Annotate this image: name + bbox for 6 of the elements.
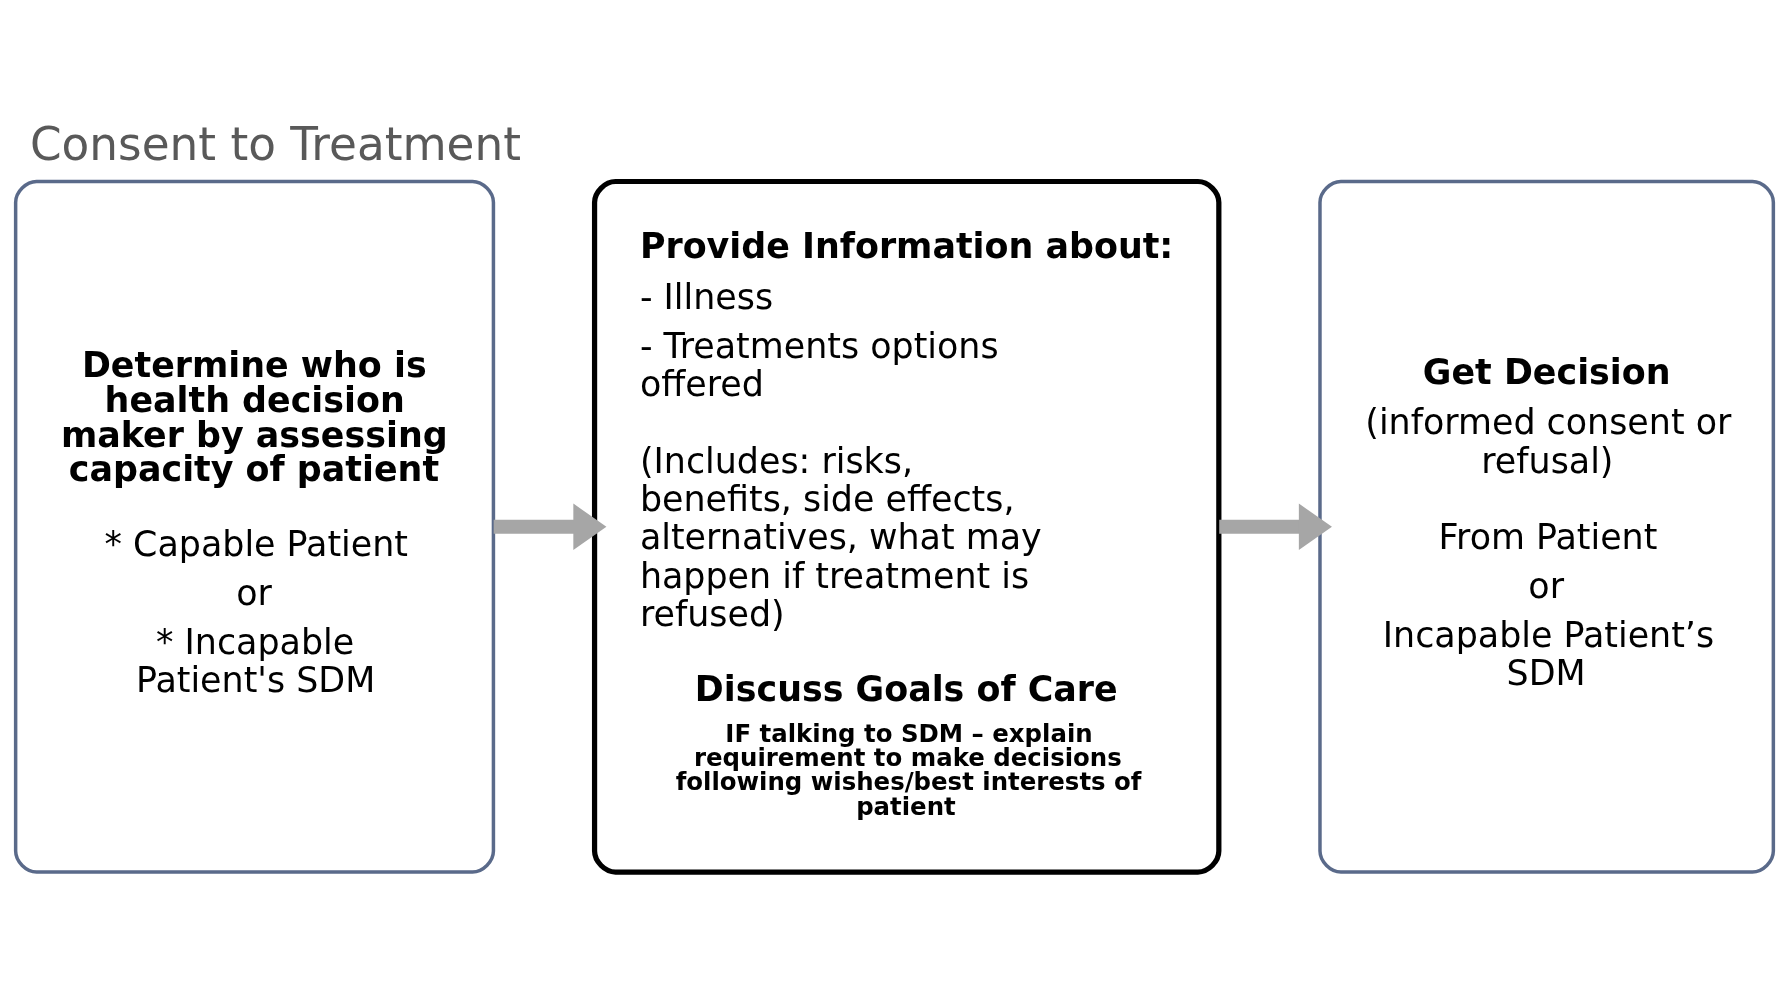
node-box: Determine who is health decision maker by assessing capacity of patient * Capable Patient or * Incapable Patient's SDM	[13, 179, 496, 874]
node-box: Provide Information about: - Illness - Treatments options offered (Includes: risks, benefits, side effects, alternatives, what may happen if treatment is refused) Discuss Goals of Care IF talking to SDM – explain requirement to make decisions following wishes/best interests of patient	[591, 178, 1222, 875]
diagram-title: Consent to Treatment	[29, 118, 522, 172]
node-box: Get Decision (informed consent or refusal) From Patient or Incapable Patient’s SDM	[1318, 179, 1776, 874]
arrow	[1219, 503, 1332, 550]
arrow	[493, 503, 607, 550]
